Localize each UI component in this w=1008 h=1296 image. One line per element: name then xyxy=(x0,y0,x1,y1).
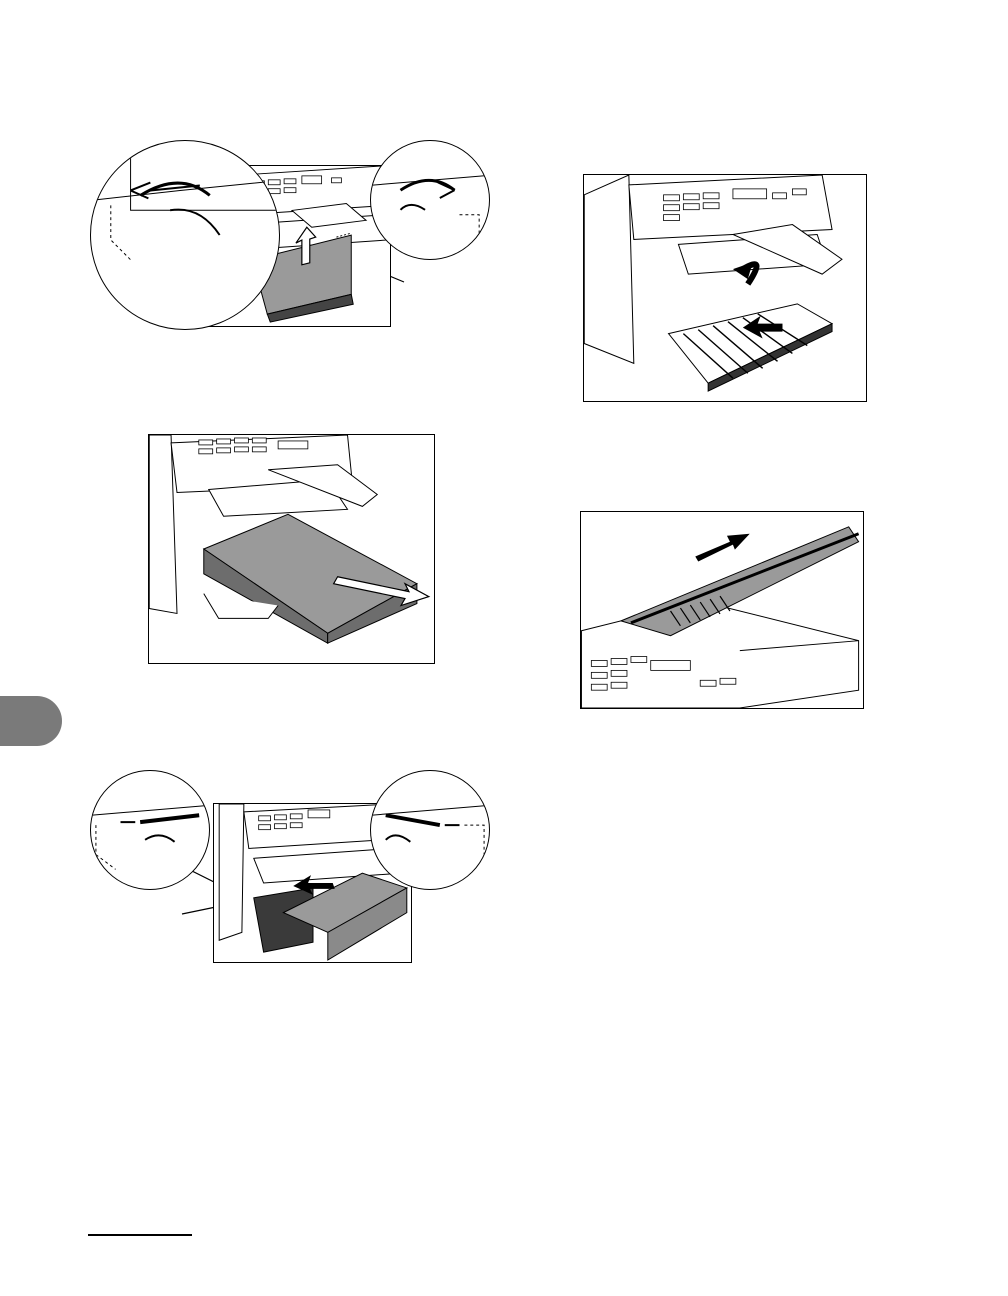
callout-left-paper-guide xyxy=(90,140,280,330)
paper-stack-drawing xyxy=(149,435,434,663)
paper-tray-drawing xyxy=(584,175,866,401)
adf-cover-drawing xyxy=(581,512,863,708)
illustration-remove-paper-stack xyxy=(148,434,435,664)
callout-right-guide-attach xyxy=(370,770,490,890)
chapter-thumb-tab xyxy=(0,696,62,746)
illustration-pull-out-paper-tray xyxy=(583,174,867,402)
callout-right-paper-guide xyxy=(370,140,490,260)
illustration-open-adf-cover xyxy=(580,511,864,709)
footer-rule xyxy=(88,1234,192,1236)
callout-left-guide-attach xyxy=(90,770,210,890)
